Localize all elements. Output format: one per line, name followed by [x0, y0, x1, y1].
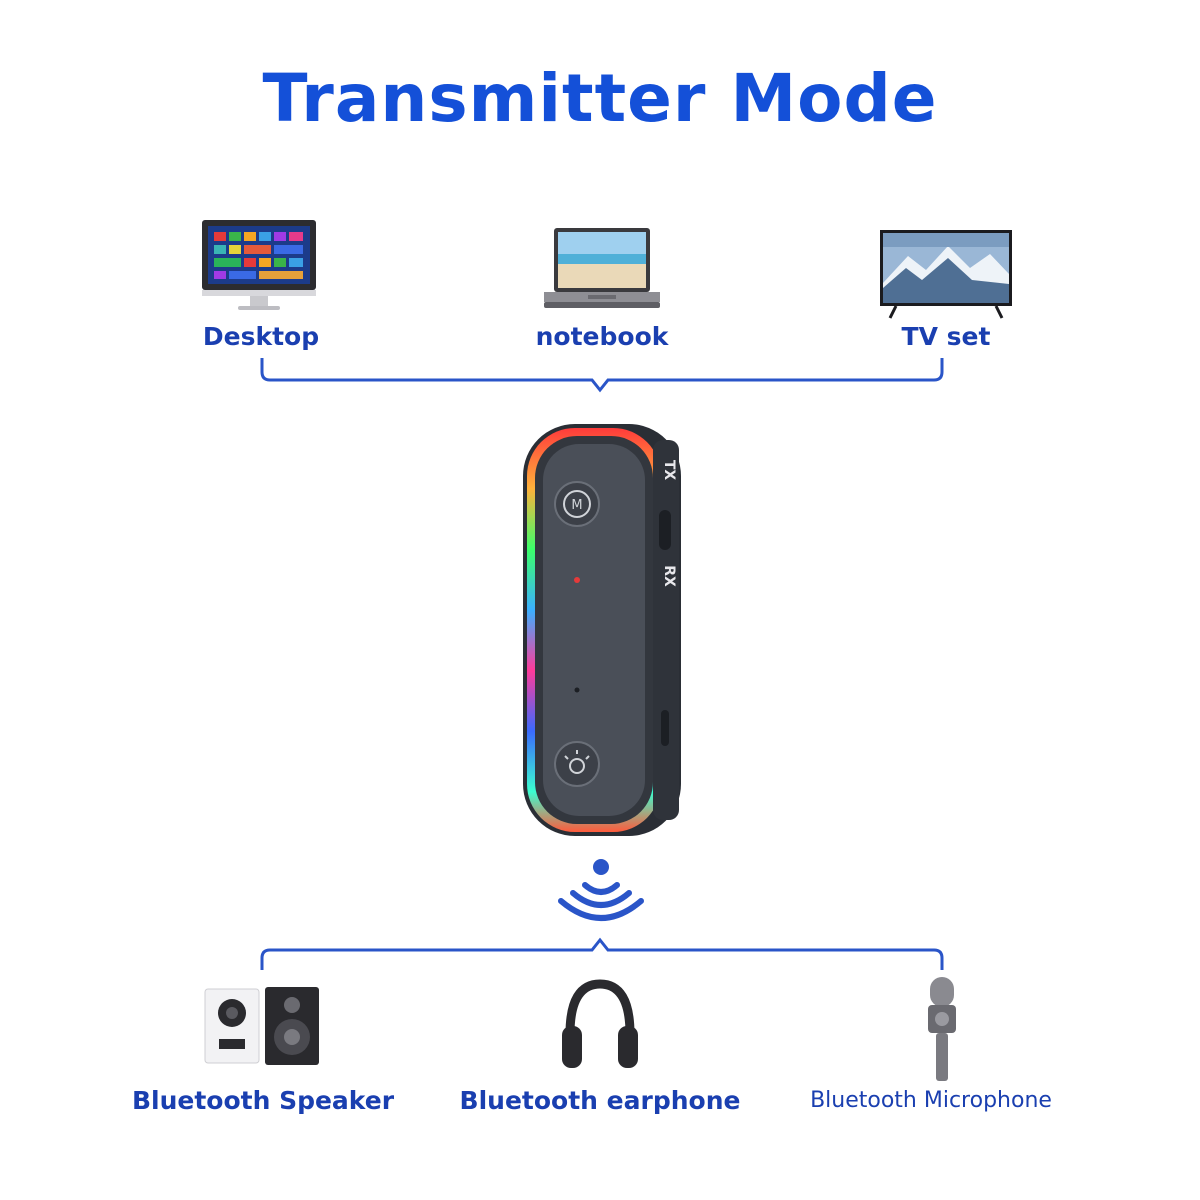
bluetooth-transmitter-device: M TX RX	[523, 424, 681, 836]
speaker-icon	[204, 987, 319, 1065]
headphones-icon	[562, 979, 638, 1068]
page-title: Transmitter Mode	[262, 60, 938, 137]
mode-button-letter: M	[571, 498, 582, 513]
source-label-tv: TV set	[901, 322, 991, 351]
source-label-desktop: Desktop	[202, 322, 320, 351]
source-label-notebook: notebook	[535, 322, 669, 351]
target-label-earphone: Bluetooth earphone	[459, 1086, 741, 1115]
microphone-icon	[928, 977, 956, 1081]
switch-label-tx: TX	[661, 460, 677, 481]
wireless-signal-icon	[558, 859, 644, 921]
tv-icon	[880, 230, 1012, 319]
desktop-icon	[202, 220, 316, 310]
target-label-microphone: Bluetooth Microphone	[810, 1088, 1052, 1113]
switch-label-rx: RX	[661, 565, 677, 587]
target-label-speaker: Bluetooth Speaker	[131, 1086, 395, 1115]
laptop-icon	[544, 228, 660, 308]
